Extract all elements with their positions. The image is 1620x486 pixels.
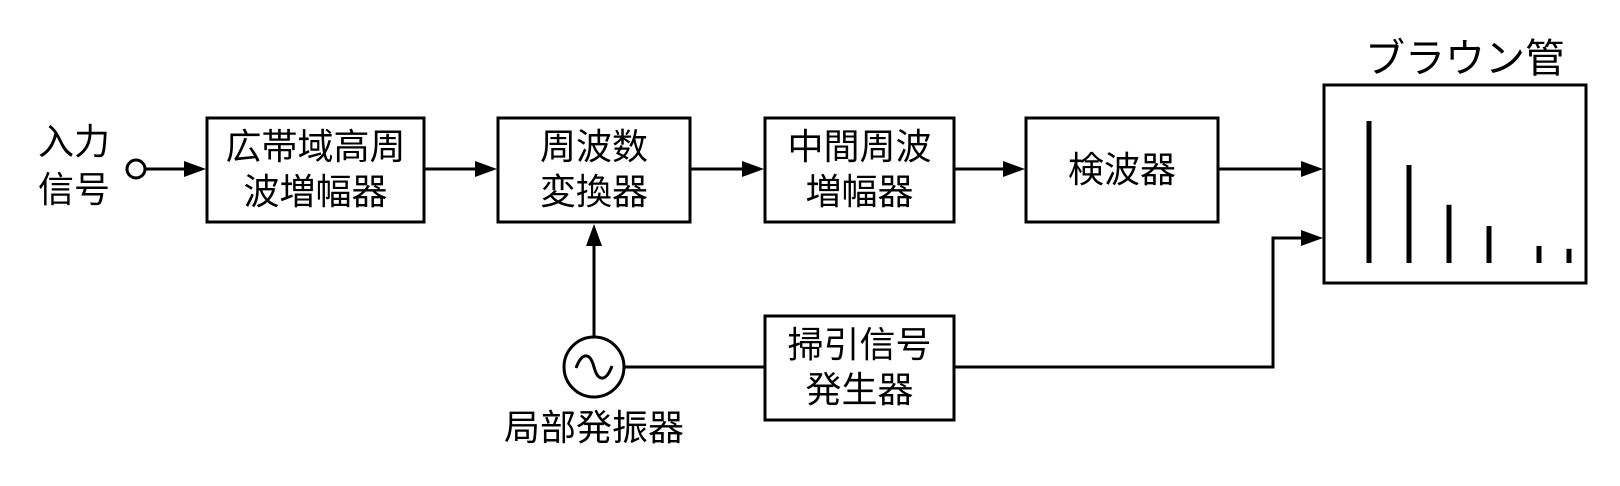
- block-frequency-converter-line-2: 変換器: [540, 172, 648, 213]
- crt-screen: [1322, 83, 1588, 285]
- local-oscillator-label: 局部発振器: [504, 408, 684, 449]
- spectrum-bar: [1446, 204, 1452, 263]
- block-wideband-amplifier-line-2: 波増幅器: [243, 172, 387, 213]
- spectrum-bars: [1366, 121, 1572, 263]
- input-terminal: [125, 158, 147, 180]
- sine-wave-icon: [574, 354, 614, 380]
- input-label-line-1: 入力: [38, 122, 110, 163]
- spectrum-bar: [1536, 245, 1542, 263]
- block-detector-label: 検波器: [1068, 150, 1176, 191]
- block-sweep-generator-line-2: 発生器: [805, 370, 913, 411]
- arrow-input-to-amp: [184, 161, 206, 177]
- wire-sweep-to-crt: [954, 236, 1302, 369]
- arrow-sweep-to-crt: [1301, 230, 1323, 246]
- arrow-detector-to-crt: [1301, 161, 1323, 177]
- spectrum-bar: [1366, 121, 1372, 263]
- spectrum-bar: [1566, 248, 1572, 263]
- block-frequency-converter-line-1: 周波数: [540, 127, 648, 168]
- block-detector: [1024, 116, 1220, 224]
- block-wideband-amplifier-line-1: 広帯域高周: [225, 127, 405, 168]
- spectrum-bar: [1406, 165, 1412, 263]
- block-if-amplifier: [763, 116, 956, 224]
- spectrum-bar: [1486, 226, 1492, 263]
- block-if-amplifier-line-1: 中間周波: [787, 127, 931, 168]
- crt-label: ブラウン管: [1365, 36, 1565, 82]
- block-sweep-generator-line-1: 掃引信号: [787, 325, 931, 366]
- input-label-line-2: 信号: [38, 170, 110, 211]
- block-if-amplifier-line-2: 増幅器: [805, 172, 913, 213]
- arrow-amp-to-converter: [475, 161, 497, 177]
- block-frequency-converter: [496, 116, 692, 224]
- arrow-oscillator-to-converter: [586, 224, 602, 246]
- arrow-if-amp-to-detector: [1003, 161, 1025, 177]
- arrow-converter-to-if-amp: [742, 161, 764, 177]
- block-sweep-generator: [763, 314, 956, 422]
